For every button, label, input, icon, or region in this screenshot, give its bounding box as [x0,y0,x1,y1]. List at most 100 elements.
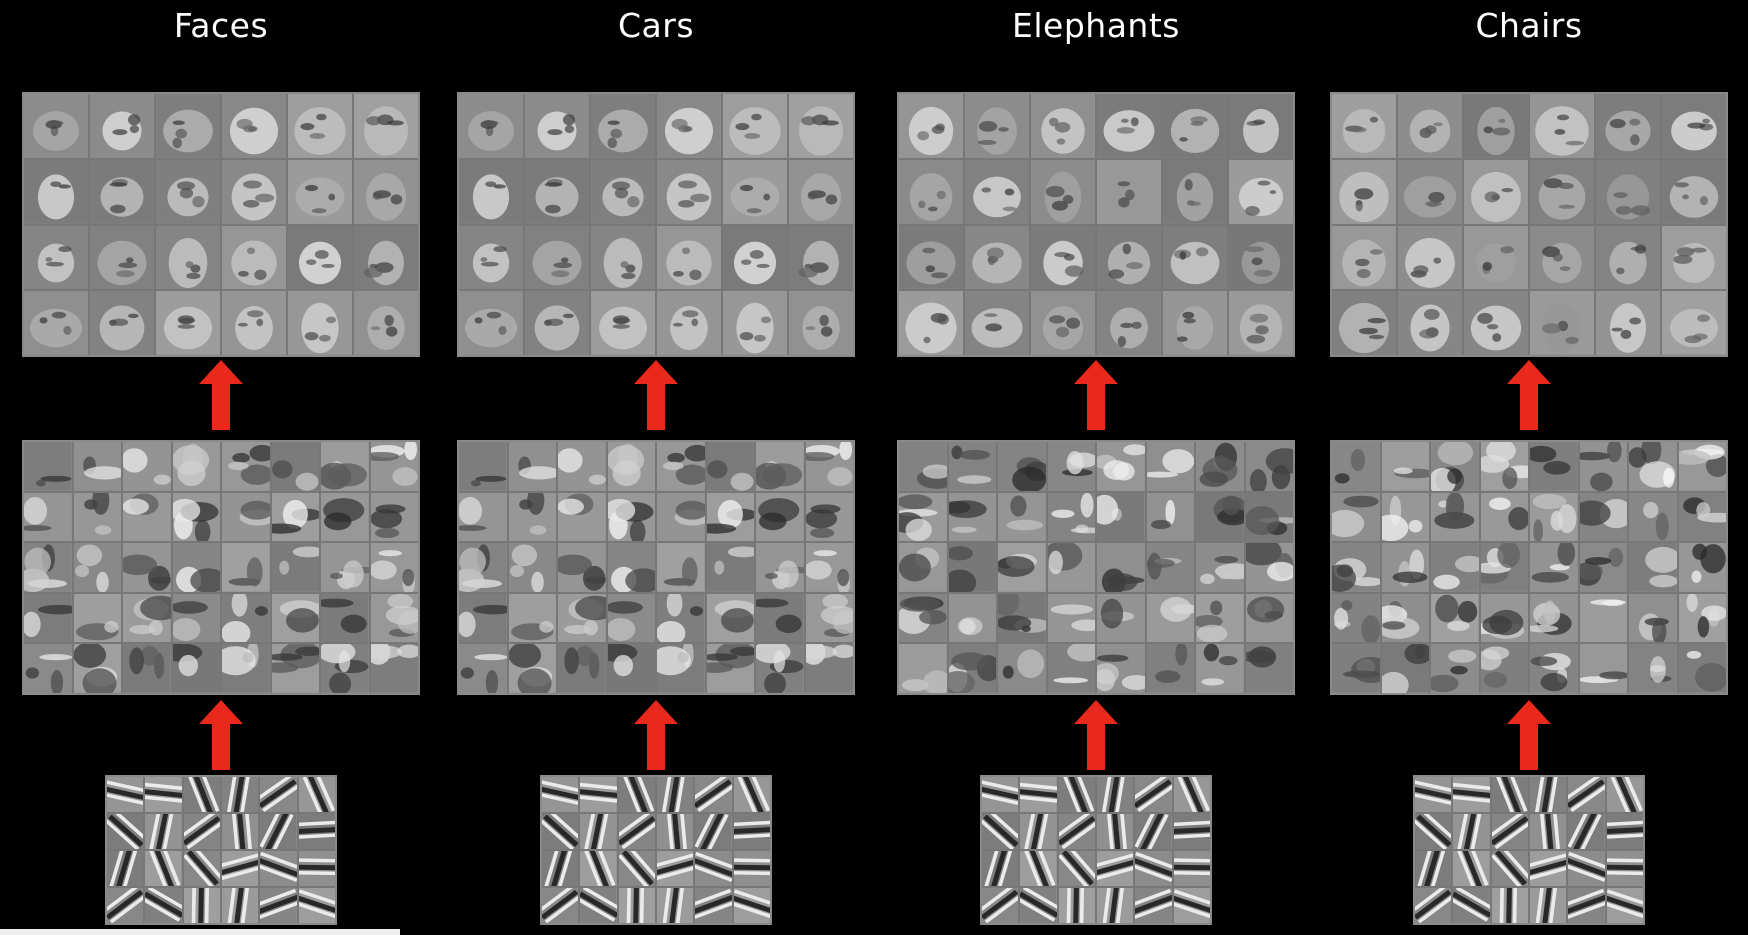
feature-tile [1568,814,1605,849]
feature-tile [899,225,963,290]
feature-tile [733,888,770,923]
feature-tile [525,291,589,355]
feature-tile [1596,225,1660,290]
edge-layer-grid [1413,775,1645,925]
object-layer-grid [1330,92,1728,357]
feature-tile [1415,888,1452,923]
feature-tile [123,593,171,643]
feature-tile [998,644,1046,693]
feature-tile [1332,644,1380,693]
feature-tile [1398,291,1462,355]
feature-tile [558,543,606,592]
feature-tile [805,593,853,643]
feature-tile [789,291,853,355]
feature-tile [321,644,369,693]
feature-tile [1530,644,1578,693]
feature-tile [1530,442,1578,491]
feature-tile [1196,543,1244,592]
feature-tile [107,888,144,923]
feature-tile [1196,644,1244,693]
feature-tile [1135,777,1172,812]
feature-tile [805,644,853,693]
feature-tile [1332,94,1396,158]
feature-tile [695,851,732,886]
feature-tile [370,442,418,491]
feature-tile [1596,159,1660,224]
column-title: Elephants [1012,6,1180,45]
feature-tile [172,442,220,491]
feature-tile [298,888,335,923]
feature-tile [542,814,579,849]
feature-tile [1173,888,1210,923]
feature-tile [1480,543,1528,592]
feature-tile [1491,888,1528,923]
feature-tile [948,543,996,592]
feature-tile [580,814,617,849]
up-arrow-icon [199,700,243,770]
feature-tile [789,94,853,158]
object-layer-grid [22,92,420,357]
feature-tile [1480,492,1528,542]
feature-tile [525,94,589,158]
feature-tile [899,543,947,592]
feature-tile [1332,593,1380,643]
feature-tile [789,225,853,290]
feature-tile [288,159,352,224]
feature-tile [899,94,963,158]
feature-tile [1606,814,1643,849]
bottom-edge-strip [0,929,400,935]
feature-tile [260,777,297,812]
feature-tile [1464,225,1528,290]
feature-tile [459,644,507,693]
column-cars: Cars [457,0,855,935]
feature-tile [695,888,732,923]
feature-tile [221,888,259,923]
feature-tile [73,442,121,491]
feature-tile [370,644,418,693]
feature-tile [1031,225,1095,290]
feature-tile [1529,851,1567,886]
feature-tile [899,644,947,693]
feature-tile [580,888,617,923]
feature-tile [558,593,606,643]
feature-tile [24,94,88,158]
feature-tile [354,94,418,158]
feature-tile [1530,543,1578,592]
feature-tile [1596,94,1660,158]
feature-tile [260,888,297,923]
feature-tile [107,777,144,812]
feature-tile [1245,593,1293,643]
feature-tile [73,593,121,643]
feature-tile [370,543,418,592]
feature-tile [1058,777,1095,812]
feature-tile [982,777,1019,812]
feature-tile [1568,777,1605,812]
feature-tile [706,593,754,643]
feature-tile [1146,492,1194,542]
feature-tile [1398,94,1462,158]
feature-tile [965,291,1029,355]
feature-tile [1629,442,1677,491]
feature-tile [656,888,694,923]
feature-tile [1047,593,1095,643]
feature-tile [542,851,579,886]
feature-tile [145,888,182,923]
feature-tile [525,159,589,224]
feature-tile [1097,543,1145,592]
feature-tile [1678,593,1726,643]
feature-tile [172,593,220,643]
feature-tile [607,593,655,643]
feature-tile [1229,94,1293,158]
feature-tile [1173,814,1210,849]
feature-tile [123,442,171,491]
feature-tile [1606,851,1643,886]
feature-tile [260,851,297,886]
feature-tile [1453,851,1490,886]
feature-tile [657,543,705,592]
feature-tile [321,543,369,592]
feature-tile [525,225,589,290]
part-layer-grid [457,440,855,695]
feature-tile [1163,94,1227,158]
feature-tile [657,492,705,542]
